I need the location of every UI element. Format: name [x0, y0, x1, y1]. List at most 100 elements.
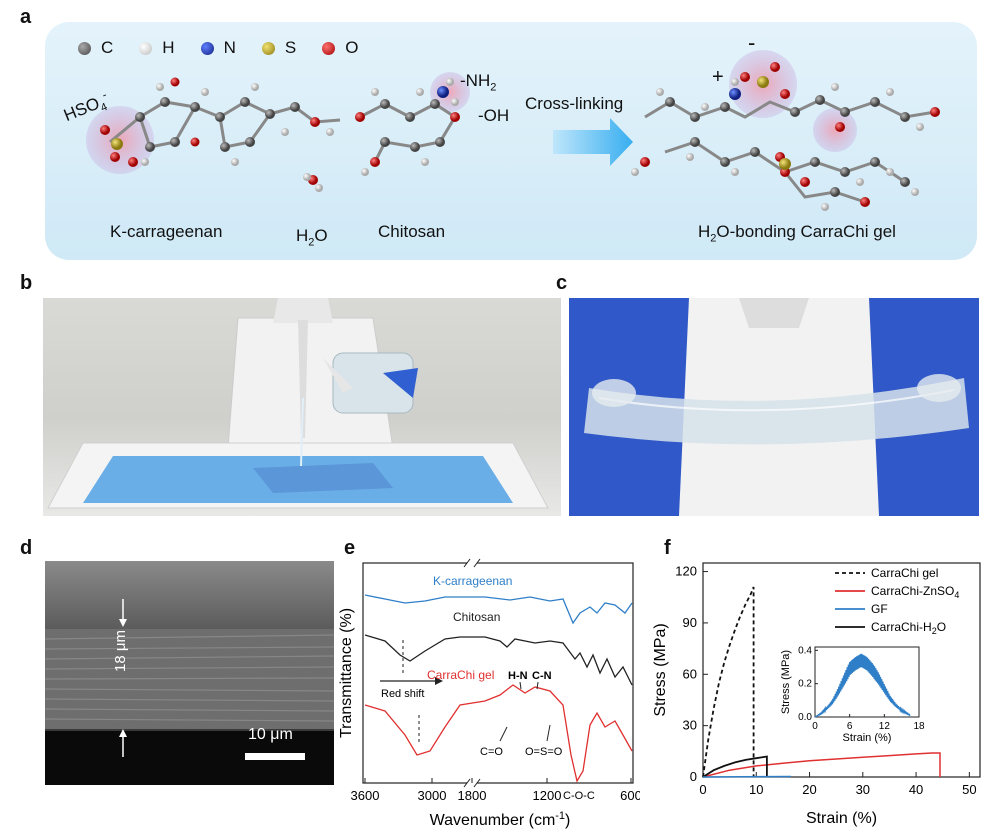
inset-y-tick-label: 0.4	[798, 645, 812, 656]
hso4-sub: 4	[99, 101, 110, 115]
axis-break-bottom-b	[473, 778, 481, 788]
sem-image-illustration	[45, 561, 334, 785]
legend-h: H	[162, 38, 175, 57]
y-tick-label: 30	[683, 718, 697, 733]
legend-s: S	[284, 38, 297, 57]
axis-break-top-a	[463, 558, 471, 568]
annotation-cn: C-N	[532, 670, 552, 682]
scale-bar	[245, 753, 305, 760]
inset-gf-curve	[814, 653, 911, 718]
y-tick-label: 120	[675, 564, 697, 579]
legend-label: GF	[871, 602, 888, 616]
x-tick-label: 1200	[533, 788, 562, 803]
axis-break-top-b	[473, 558, 481, 568]
oh-label: -OH	[478, 106, 510, 125]
k-carrageenan-spectrum	[364, 594, 633, 625]
series-znso4	[702, 752, 941, 778]
inset-x-tick-label: 18	[913, 721, 925, 732]
annotation-hn-pointer	[519, 681, 522, 690]
carrachi-gel-spectrum	[364, 684, 633, 783]
annotation-cn-pointer	[536, 681, 539, 690]
series-h2o	[702, 755, 768, 778]
annotation-oso: O=S=O	[525, 746, 563, 758]
hydrogen-atom-icon	[139, 41, 153, 55]
carbon-atom-icon	[78, 41, 91, 55]
film-photo	[569, 298, 979, 516]
plus-charge: +	[712, 66, 724, 88]
panel-label-d: d	[20, 537, 33, 559]
panel-label-c: c	[556, 272, 568, 294]
chitosan-label: Chitosan	[378, 222, 446, 241]
series-carrachi-gel	[702, 586, 755, 778]
x-tick-label: 40	[909, 782, 923, 797]
sulfur-atom-icon	[261, 41, 275, 55]
y-tick-label: 90	[683, 615, 697, 630]
annotation-co: C=O	[480, 746, 503, 758]
annotation-hn: H-N	[508, 670, 528, 682]
molecule-illustration	[86, 50, 940, 211]
series-label-chitosan: Chitosan	[453, 610, 500, 624]
gel-h: H	[698, 222, 711, 241]
water-label: H2O	[296, 226, 328, 248]
plot-frame	[702, 562, 981, 778]
panel-label-f: f	[664, 537, 671, 559]
minus-charge: -	[748, 30, 756, 55]
inset-x-tick-label: 6	[847, 721, 853, 732]
k-carrageenan-label: K-carrageenan	[110, 222, 223, 241]
x-tick-label: 0	[699, 782, 706, 797]
gel-label: H2O-bonding CarraChi gel	[698, 222, 896, 244]
legend-n: N	[223, 38, 236, 57]
pouring-photo-illustration	[47, 298, 549, 509]
inset-y-tick-label: 0.2	[798, 679, 812, 690]
crosslinking-label: Cross-linking	[525, 94, 624, 113]
series-label-carrachi-gel: CarraChi gel	[427, 668, 494, 682]
plot-frame	[362, 562, 634, 784]
film-photo-illustration	[569, 298, 979, 516]
axis-break-top-mask	[467, 559, 477, 567]
water-h: H	[296, 226, 309, 245]
amine-halo	[430, 72, 470, 112]
pouring-photo	[43, 298, 561, 516]
y-tick-label: 60	[683, 666, 697, 681]
inset-x-axis-label: Strain (%)	[843, 732, 892, 744]
legend-label: CarraChi-ZnSO4	[871, 584, 959, 600]
x-tick-label: 10	[749, 782, 763, 797]
legend-o: O	[345, 38, 359, 57]
nh2-label: -NH2	[460, 71, 496, 93]
y-tick-label: 0	[690, 769, 697, 784]
axis-break-bottom-a	[463, 778, 471, 788]
annotation-co-pointer	[499, 726, 508, 742]
legend-c: C	[101, 38, 114, 57]
series-label-k-carrageenan: K-carrageenan	[433, 574, 512, 588]
red-shift-arrowhead	[435, 677, 443, 685]
sem-image	[45, 561, 334, 785]
inset-x-tick-label: 12	[879, 721, 891, 732]
inset-y-tick-label: 0.0	[798, 712, 812, 723]
nitrogen-atom-icon	[200, 41, 214, 55]
panel-label-a: a	[20, 6, 32, 28]
series-gf	[702, 775, 791, 778]
inset-y-axis-label: Stress (MPa)	[780, 650, 792, 714]
x-tick-label: 20	[802, 782, 816, 797]
gel-sub: 2	[710, 232, 717, 245]
atom-legend: C H N S O	[78, 38, 384, 58]
y-axis-label: Transmittance (%)	[338, 608, 355, 738]
nh2-text: -NH	[460, 71, 491, 90]
water-o: O	[314, 226, 328, 245]
legend-label: CarraChi-H2O	[871, 620, 946, 636]
panel-label-b: b	[20, 272, 33, 294]
x-tick-label: 30	[856, 782, 870, 797]
x-tick-label: 3600	[351, 788, 380, 803]
annotation-coc: C-O-C	[563, 790, 595, 802]
nh2-sub: 2	[490, 81, 497, 94]
y-axis-label: Stress (MPa)	[652, 623, 669, 716]
x-tick-label: 50	[962, 782, 976, 797]
gel-tail: O-bonding CarraChi gel	[716, 222, 896, 241]
x-axis-label: Wavenumber (cm-1)	[430, 810, 571, 829]
chitosan-spectrum	[364, 634, 633, 686]
water-sub: 2	[308, 236, 315, 249]
inset-x-tick-label: 0	[812, 721, 818, 732]
thickness-label: 18 μm	[112, 630, 129, 672]
